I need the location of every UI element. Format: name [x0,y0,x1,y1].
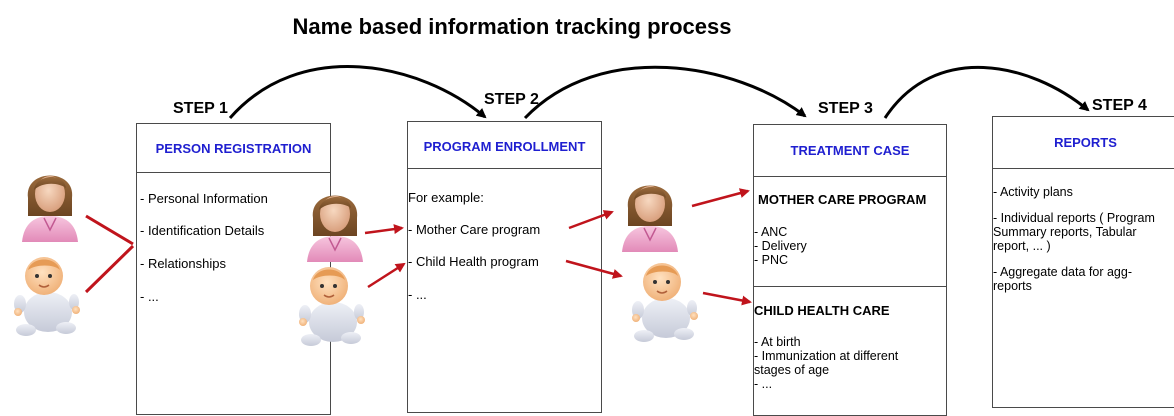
reports-header: REPORTS [1054,135,1117,150]
child-health-item: - Immunization at different [754,349,899,363]
reports-item: - Individual reports ( Program [993,211,1155,225]
red-arrow-mother-program [691,188,750,208]
reports-item: reports [993,279,1032,293]
reports-item: report, ... ) [993,239,1051,253]
step-3-label: STEP 3 [818,100,873,117]
enrollment-item: - Child Health program [408,254,539,269]
step-4-label: STEP 4 [1092,97,1147,114]
mother-icon [21,174,79,243]
diagram-title: Name based information tracking process [292,14,732,39]
box-divider [993,168,1174,169]
child-health-item: stages of age [754,363,830,377]
diagram-overlay [13,65,1090,347]
step-1-label: STEP 1 [173,100,228,117]
red-arrow-mother-treatment [568,210,614,230]
step-arrow-2-to-3 [523,65,807,120]
reports-box: REPORTS - Activity plans - Individual re… [992,116,1174,408]
person-registration-box: PERSON REGISTRATION - Personal Informati… [136,123,331,415]
mother-icon [306,194,364,263]
child-health-item: - At birth [754,335,801,349]
registration-item: - ... [140,289,159,304]
mother-care-program-title: MOTHER CARE PROGRAM [758,192,927,207]
baby-icon [13,256,81,337]
red-arrow-child-treatment [565,259,623,279]
step-2-label: STEP 2 [484,91,539,108]
red-connector-baby [84,244,135,294]
reports-item: - Aggregate data for agg- [993,265,1132,279]
red-connector-mother [85,214,134,246]
box-divider [137,172,330,173]
treatment-case-box: TREATMENT CASE MOTHER CARE PROGRAM - ANC… [753,124,947,416]
mother-care-items: - ANC - Delivery - PNC [754,225,807,267]
mother-care-item: - Delivery [754,239,807,253]
red-arrow-child-program [702,291,752,306]
reports-item: - Activity plans [993,185,1073,199]
reports-item: Summary reports, Tabular [993,225,1137,239]
program-enrollment-box: PROGRAM ENROLLMENT For example: - Mother… [407,121,602,413]
step-arrow-1-to-2 [228,65,487,119]
mother-icon [621,184,679,253]
child-health-care-title: CHILD HEALTH CARE [754,303,890,318]
registration-item: - Identification Details [140,223,265,238]
step-arrow-3-to-4 [883,65,1090,119]
child-health-item: - ... [754,377,773,391]
registration-item: - Relationships [140,256,226,271]
reports-items: - Activity plans - Individual reports ( … [993,185,1155,293]
enrollment-item: - Mother Care program [408,222,541,237]
person-registration-header: PERSON REGISTRATION [155,141,312,156]
mother-care-item: - PNC [754,253,789,267]
enrollment-intro: For example: [408,190,484,205]
baby-icon [631,262,699,343]
red-arrow-baby-enroll [367,262,406,289]
baby-icon [298,266,366,347]
enrollment-item: - ... [408,287,427,302]
box-divider [754,176,946,177]
box-divider [754,286,946,287]
red-arrow-mother-enroll [364,224,404,235]
registration-item: - Personal Information [140,191,268,206]
child-health-items: - At birth - Immunization at different s… [754,335,898,391]
mother-care-item: - ANC [754,225,788,239]
treatment-case-header: TREATMENT CASE [790,143,910,158]
program-enrollment-header: PROGRAM ENROLLMENT [423,139,586,154]
box-divider [408,168,601,169]
